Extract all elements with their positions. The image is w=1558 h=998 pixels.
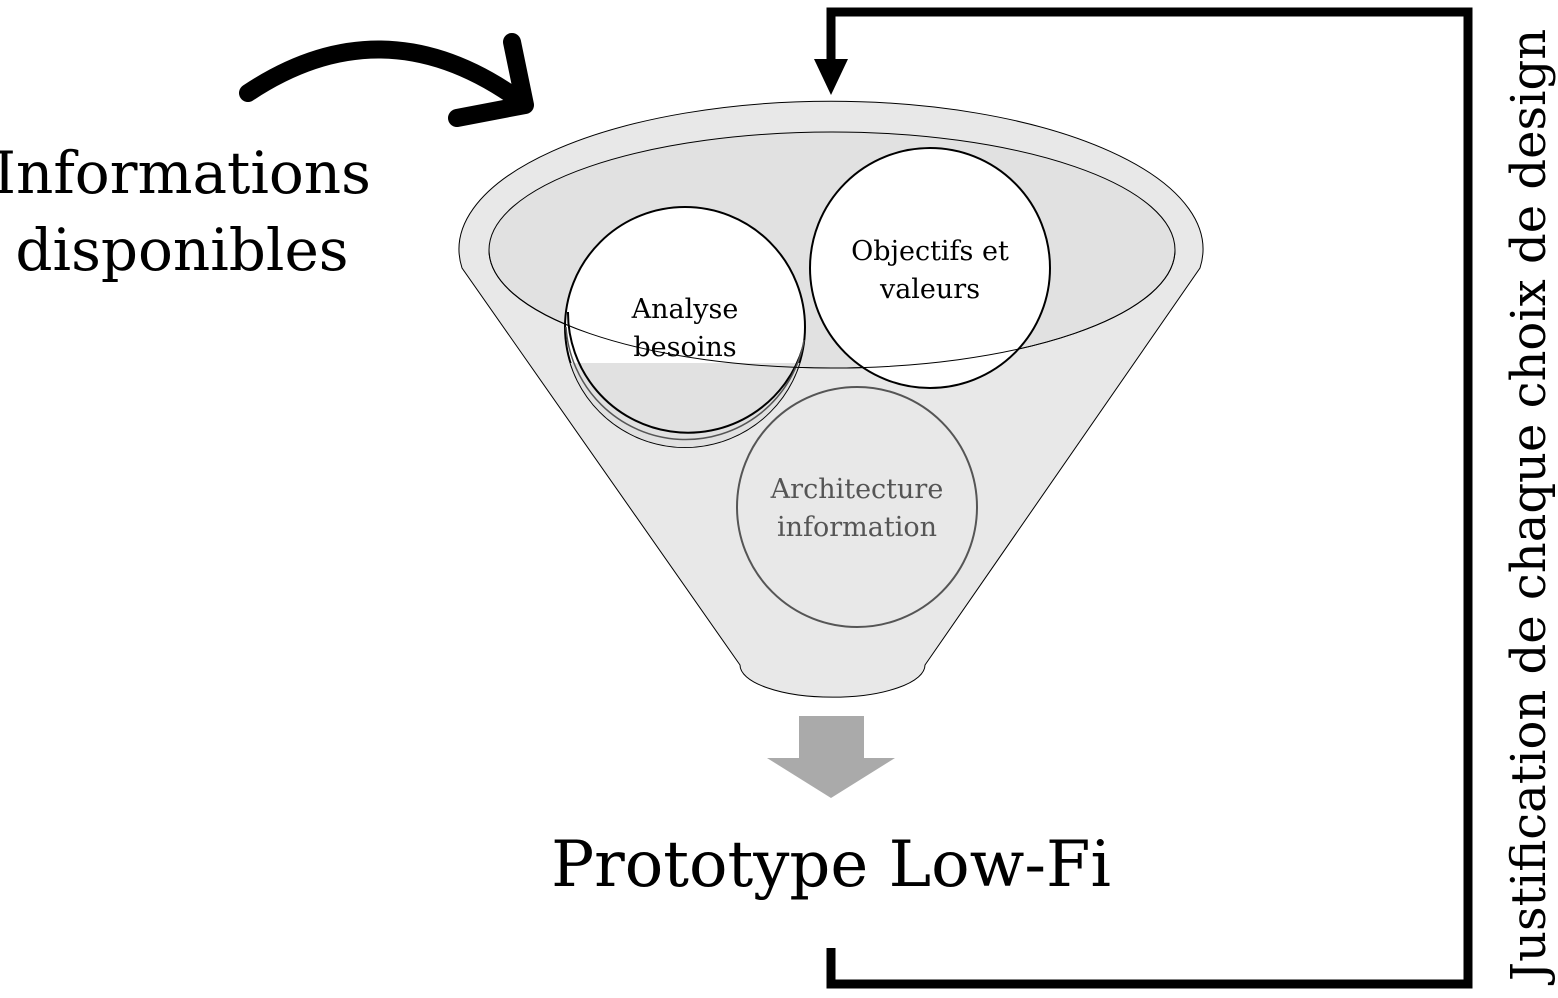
input-arrow	[239, 33, 534, 127]
feedback-loop	[814, 7, 1473, 989]
output-arrow	[767, 716, 895, 798]
circle-label-analyse: Analyse	[631, 294, 739, 325]
circle-architecture-information: Architecture information	[736, 386, 978, 628]
output-label: Prototype Low-Fi	[551, 828, 1111, 902]
circle-label-valeurs: valeurs	[879, 274, 980, 305]
feedback-arrowhead	[814, 59, 848, 95]
circle-label-information: information	[777, 512, 937, 543]
funnel	[458, 100, 1204, 698]
feedback-label: Justification de chaque choix de design	[1501, 29, 1557, 986]
input-label-line2: disponibles	[15, 216, 348, 284]
funnel-rim-front	[488, 249, 1176, 369]
circle-objectifs-valeurs: Objectifs et valeurs	[809, 147, 1051, 389]
circle-analyse-besoins: Analyse besoins	[564, 206, 806, 448]
circle-label-architecture: Architecture	[770, 474, 944, 505]
circle-label-besoins: besoins	[633, 332, 736, 363]
input-label-line1: Informations	[0, 139, 371, 207]
circle-label-objectifs: Objectifs et	[851, 236, 1009, 267]
